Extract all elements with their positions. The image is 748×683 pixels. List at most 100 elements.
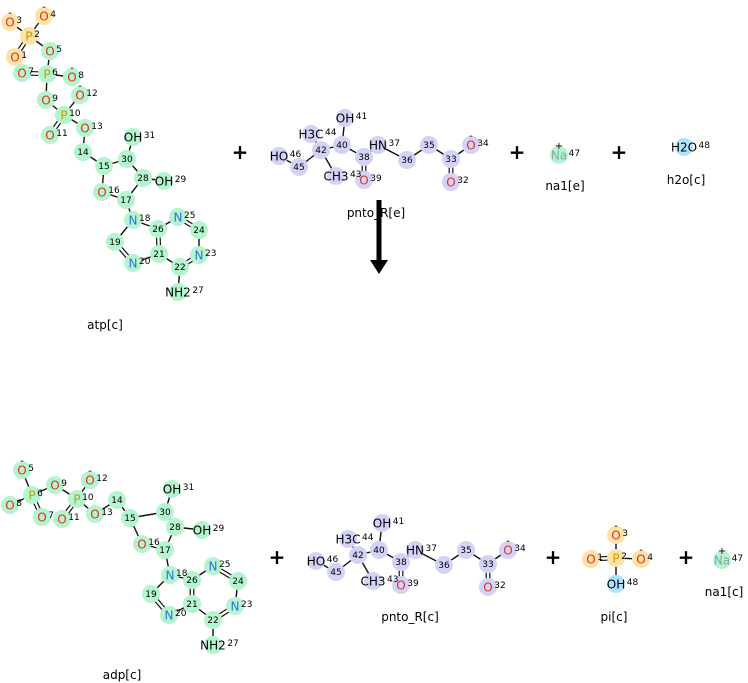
atom-highlight xyxy=(121,509,139,527)
atom-number: 41 xyxy=(393,517,404,527)
atom-number: 25 xyxy=(184,211,195,221)
charge-sign: - xyxy=(469,131,473,142)
atom-number: 10 xyxy=(69,109,81,119)
atom-label: O xyxy=(503,544,512,558)
atom-label: OH xyxy=(607,578,625,592)
species-name-pnto-c: pnto_R[c] xyxy=(381,610,439,624)
atom-label: HN xyxy=(406,544,424,558)
atom-highlight xyxy=(373,514,391,532)
atom-highlight xyxy=(1,496,19,514)
atom-number: 30 xyxy=(121,155,133,165)
atom-number: 8 xyxy=(16,499,22,509)
atom-number: 5 xyxy=(56,45,62,55)
atom-label: O xyxy=(39,10,48,24)
atom-label: O xyxy=(17,464,26,478)
atom-label: O xyxy=(67,71,76,85)
atom-highlight xyxy=(336,109,354,127)
reaction-arrow xyxy=(370,200,388,274)
atom-number: 22 xyxy=(207,616,218,626)
atom-number: 10 xyxy=(82,493,94,503)
atom-highlight xyxy=(364,572,382,590)
atom-highlight xyxy=(106,233,124,251)
atom-highlight xyxy=(23,486,41,504)
plus-sign: + xyxy=(232,140,249,164)
atom-label: H3C xyxy=(335,533,360,547)
atom-number: 45 xyxy=(330,568,341,578)
atom-label: O xyxy=(41,94,50,108)
atom-number: 20 xyxy=(175,609,187,619)
atom-number: 45 xyxy=(293,163,304,173)
atom-label: O xyxy=(586,553,595,567)
atom-label: OH xyxy=(163,483,181,497)
charge-sign: - xyxy=(20,456,24,467)
atom-number: 43 xyxy=(350,170,361,180)
atom-label: O xyxy=(85,474,94,488)
atom-number: 16 xyxy=(148,538,160,548)
atom-highlight xyxy=(229,572,247,590)
atom-label: O xyxy=(45,129,54,143)
atom-label: O xyxy=(466,139,475,153)
atom-label: OH xyxy=(124,131,142,145)
charge-sign: - xyxy=(42,2,46,13)
atom-number: 4 xyxy=(647,553,653,563)
highlights-layer xyxy=(1,7,731,654)
atom-label: N xyxy=(209,560,218,574)
atom-label: O xyxy=(137,538,146,552)
atom-highlight xyxy=(13,64,31,82)
atom-number: 43 xyxy=(387,575,398,585)
atom-label: CH3 xyxy=(323,170,348,184)
atom-highlight xyxy=(169,283,187,301)
atom-label: HO xyxy=(270,150,288,164)
atom-number: 40 xyxy=(373,546,385,556)
atom-highlight xyxy=(133,535,151,553)
atom-highlight xyxy=(156,541,174,559)
atom-number: 19 xyxy=(109,238,121,248)
plus-sign: + xyxy=(509,140,526,164)
charge-sign: - xyxy=(614,521,618,532)
atom-number: 28 xyxy=(137,174,149,184)
atom-highlight xyxy=(74,143,92,161)
atom-highlight xyxy=(124,254,142,272)
atom-label: OH xyxy=(373,517,391,531)
atom-number: 33 xyxy=(482,560,493,570)
atom-number: 29 xyxy=(213,524,225,534)
atom-highlight xyxy=(190,246,208,264)
atom-label: O xyxy=(57,513,66,527)
atom-number: 21 xyxy=(153,250,164,260)
atom-highlight xyxy=(149,220,167,238)
atom-highlight xyxy=(41,42,59,60)
atom-highlight xyxy=(20,27,38,45)
charge-sign: - xyxy=(70,63,74,74)
atom-highlight xyxy=(63,68,81,86)
atom-highlight xyxy=(369,136,387,154)
atom-label: O xyxy=(5,16,14,30)
atom-label: O xyxy=(37,511,46,525)
atom-label: OH xyxy=(155,175,173,189)
atom-number: 23 xyxy=(205,249,216,259)
atom-number: 37 xyxy=(426,544,437,554)
atom-highlight xyxy=(204,611,222,629)
atom-highlight xyxy=(46,476,64,494)
atom-label: N xyxy=(166,569,175,583)
atom-highlight xyxy=(55,106,73,124)
atom-label: N xyxy=(231,600,240,614)
atom-number: 39 xyxy=(407,579,419,589)
charge-sign: - xyxy=(78,81,82,92)
atom-highlight xyxy=(190,221,208,239)
atom-number: 1 xyxy=(597,553,603,563)
atom-label: O xyxy=(396,579,405,593)
species-name-adp: adp[c] xyxy=(103,668,142,682)
atom-number: 25 xyxy=(219,560,230,570)
atom-number: 32 xyxy=(494,581,505,591)
atom-highlight xyxy=(398,151,416,169)
atom-number: 48 xyxy=(699,141,711,151)
atom-highlight xyxy=(71,86,89,104)
plus-sign: + xyxy=(678,545,695,569)
atom-number: 31 xyxy=(144,131,155,141)
atom-label: O xyxy=(50,479,59,493)
atom-label: N xyxy=(165,609,174,623)
atom-number: 28 xyxy=(169,523,181,533)
